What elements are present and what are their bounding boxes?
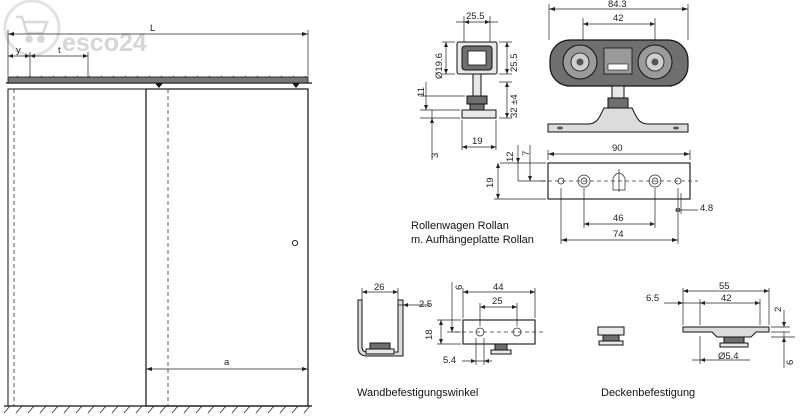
dim-18: 18 [424, 329, 435, 340]
caption-wall-bracket: Wandbefestigungswinkel [357, 387, 478, 399]
dim-a: a [146, 357, 308, 371]
dim-5-4-wall: 5.4 [443, 355, 456, 366]
dim-32: 32 ±4 [509, 94, 520, 118]
wall-panel [7, 88, 147, 407]
dim-19-bottom: 19 [472, 136, 483, 147]
dim-y-t: y t [8, 45, 89, 77]
wall-bracket-drawing: 26 2.5 44 25 18 6 [357, 282, 543, 366]
dim-2-5: 2.5 [419, 299, 432, 310]
dim-12: 12 [505, 151, 516, 162]
hanging-plate: 90 12 7 19 46 74 4.8 [485, 143, 713, 244]
dim-dia-19-6: Ø19.6 [434, 53, 445, 79]
ceiling-mount-drawing: 55 42 6.5 2 6 Ø5.4 [597, 281, 796, 368]
dim-a-label: a [224, 357, 230, 368]
dim-25: 25 [492, 296, 503, 307]
dim-6-ceiling: 6 [785, 360, 796, 365]
door-assembly: L y t a [3, 23, 312, 414]
dim-25-5-side: 25.5 [509, 54, 520, 73]
trolley-side-view: 25.5 Ø19.6 25.5 32 ±4 11 3 [416, 11, 520, 160]
dim-19-plate: 19 [485, 177, 496, 188]
dim-t-label: t [58, 45, 61, 56]
dim-y-label: y [16, 45, 21, 56]
dim-dia-5-4: Ø5.4 [718, 351, 739, 362]
esco24-logo: esco24 [3, 0, 147, 57]
rail [7, 76, 309, 84]
dim-74: 74 [613, 229, 624, 240]
dim-6-wall: 6 [454, 285, 465, 290]
dim-L-label: L [150, 23, 155, 34]
door-leaf [145, 88, 309, 407]
dim-90: 90 [612, 143, 623, 154]
dim-25-5-top: 25.5 [466, 11, 485, 22]
dim-46: 46 [613, 213, 624, 224]
dim-42-top: 42 [613, 13, 624, 24]
dim-4-8: 4.8 [700, 203, 713, 214]
caption-trolley-line2: m. Aufhängeplatte Rollan [411, 234, 534, 246]
caption-trolley-line1: Rollenwagen Rollan [411, 220, 509, 232]
dim-7: 7 [521, 151, 532, 156]
dim-L: L [7, 23, 309, 76]
dim-6-5: 6.5 [646, 293, 659, 304]
caption-ceiling-mount: Deckenbefestigung [601, 387, 695, 399]
floor-hatch [3, 405, 312, 414]
dim-26: 26 [374, 282, 385, 293]
logo-text: esco24 [62, 29, 147, 57]
shopping-cart-icon [16, 15, 49, 43]
dim-55: 55 [719, 281, 730, 292]
dim-2: 2 [773, 307, 784, 312]
door-handle [291, 239, 299, 247]
trolley-front-view: 84.3 42 [547, 0, 689, 133]
dim-3: 3 [430, 153, 441, 158]
dim-11: 11 [416, 87, 427, 97]
dim-44: 44 [493, 282, 504, 293]
dim-84-3: 84.3 [608, 0, 627, 10]
dim-42-ceiling: 42 [721, 293, 732, 304]
